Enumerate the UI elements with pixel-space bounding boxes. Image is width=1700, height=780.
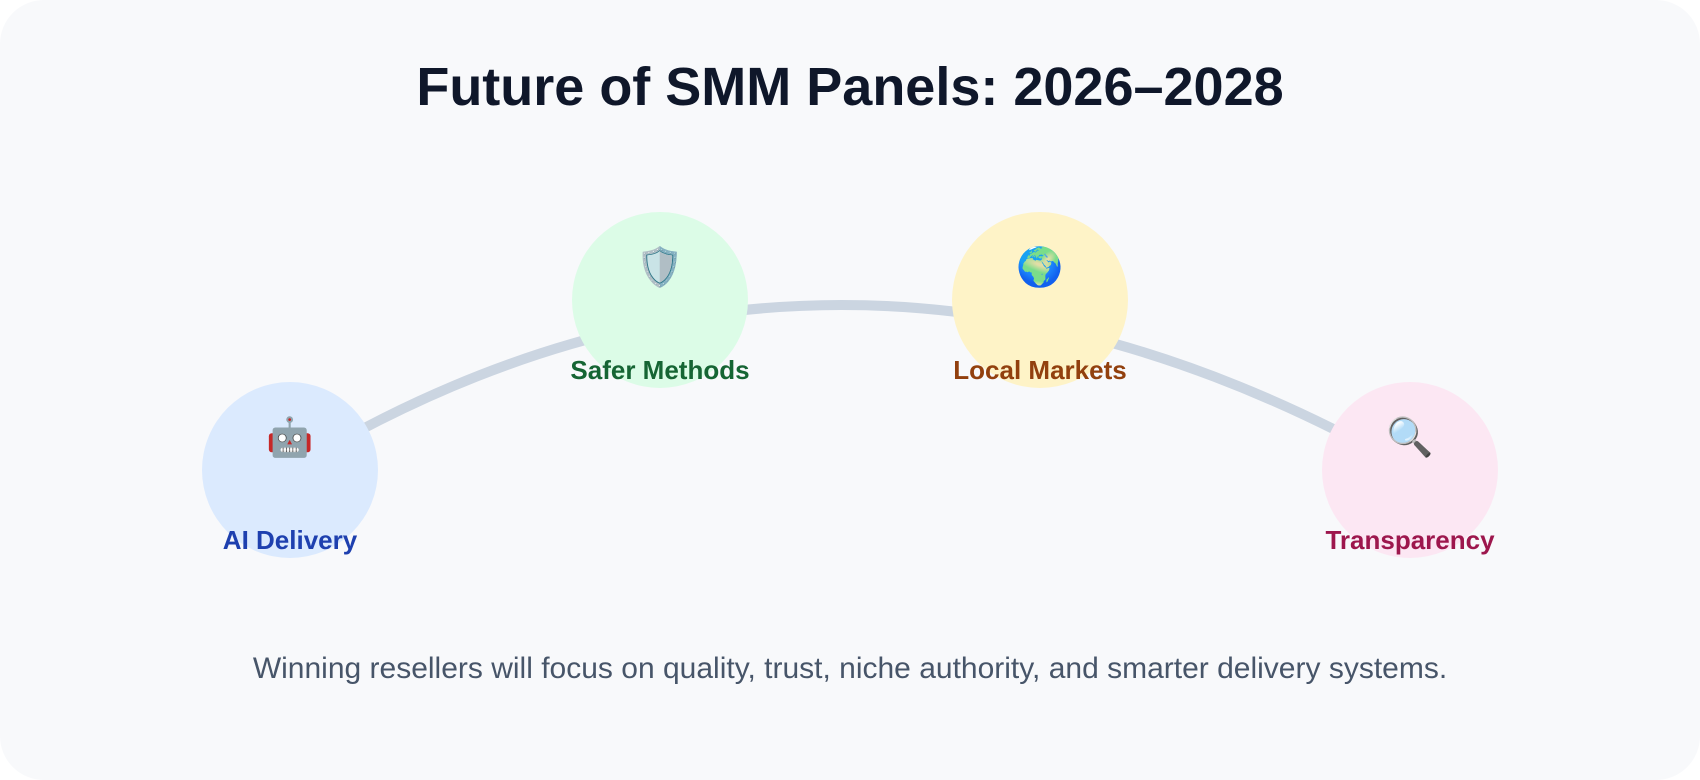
shield-icon: 🛡️ xyxy=(636,245,683,289)
node-circle xyxy=(572,212,748,388)
roadmap-node-local-markets: 🌍 Local Markets xyxy=(952,212,1128,388)
robot-icon: 🤖 xyxy=(266,415,313,459)
roadmap-arc xyxy=(285,300,1415,475)
roadmap-node-safer-methods: 🛡️ Safer Methods xyxy=(570,212,750,388)
node-circle xyxy=(1322,382,1498,558)
footer-caption: Winning resellers will focus on quality,… xyxy=(252,652,1448,685)
node-circle xyxy=(952,212,1128,388)
roadmap-node-ai-delivery: 🤖 AI Delivery xyxy=(202,382,378,558)
globe-icon: 🌍 xyxy=(1016,245,1063,289)
node-circle xyxy=(202,382,378,558)
node-label-ai-delivery: AI Delivery xyxy=(223,525,358,555)
node-label-safer-methods: Safer Methods xyxy=(570,355,749,385)
roadmap-node-transparency: 🔍 Transparency xyxy=(1322,382,1498,558)
node-label-transparency: Transparency xyxy=(1325,525,1495,555)
magnifier-icon: 🔍 xyxy=(1386,413,1433,459)
page-title: Future of SMM Panels: 2026–2028 xyxy=(416,57,1284,117)
node-label-local-markets: Local Markets xyxy=(953,355,1126,385)
